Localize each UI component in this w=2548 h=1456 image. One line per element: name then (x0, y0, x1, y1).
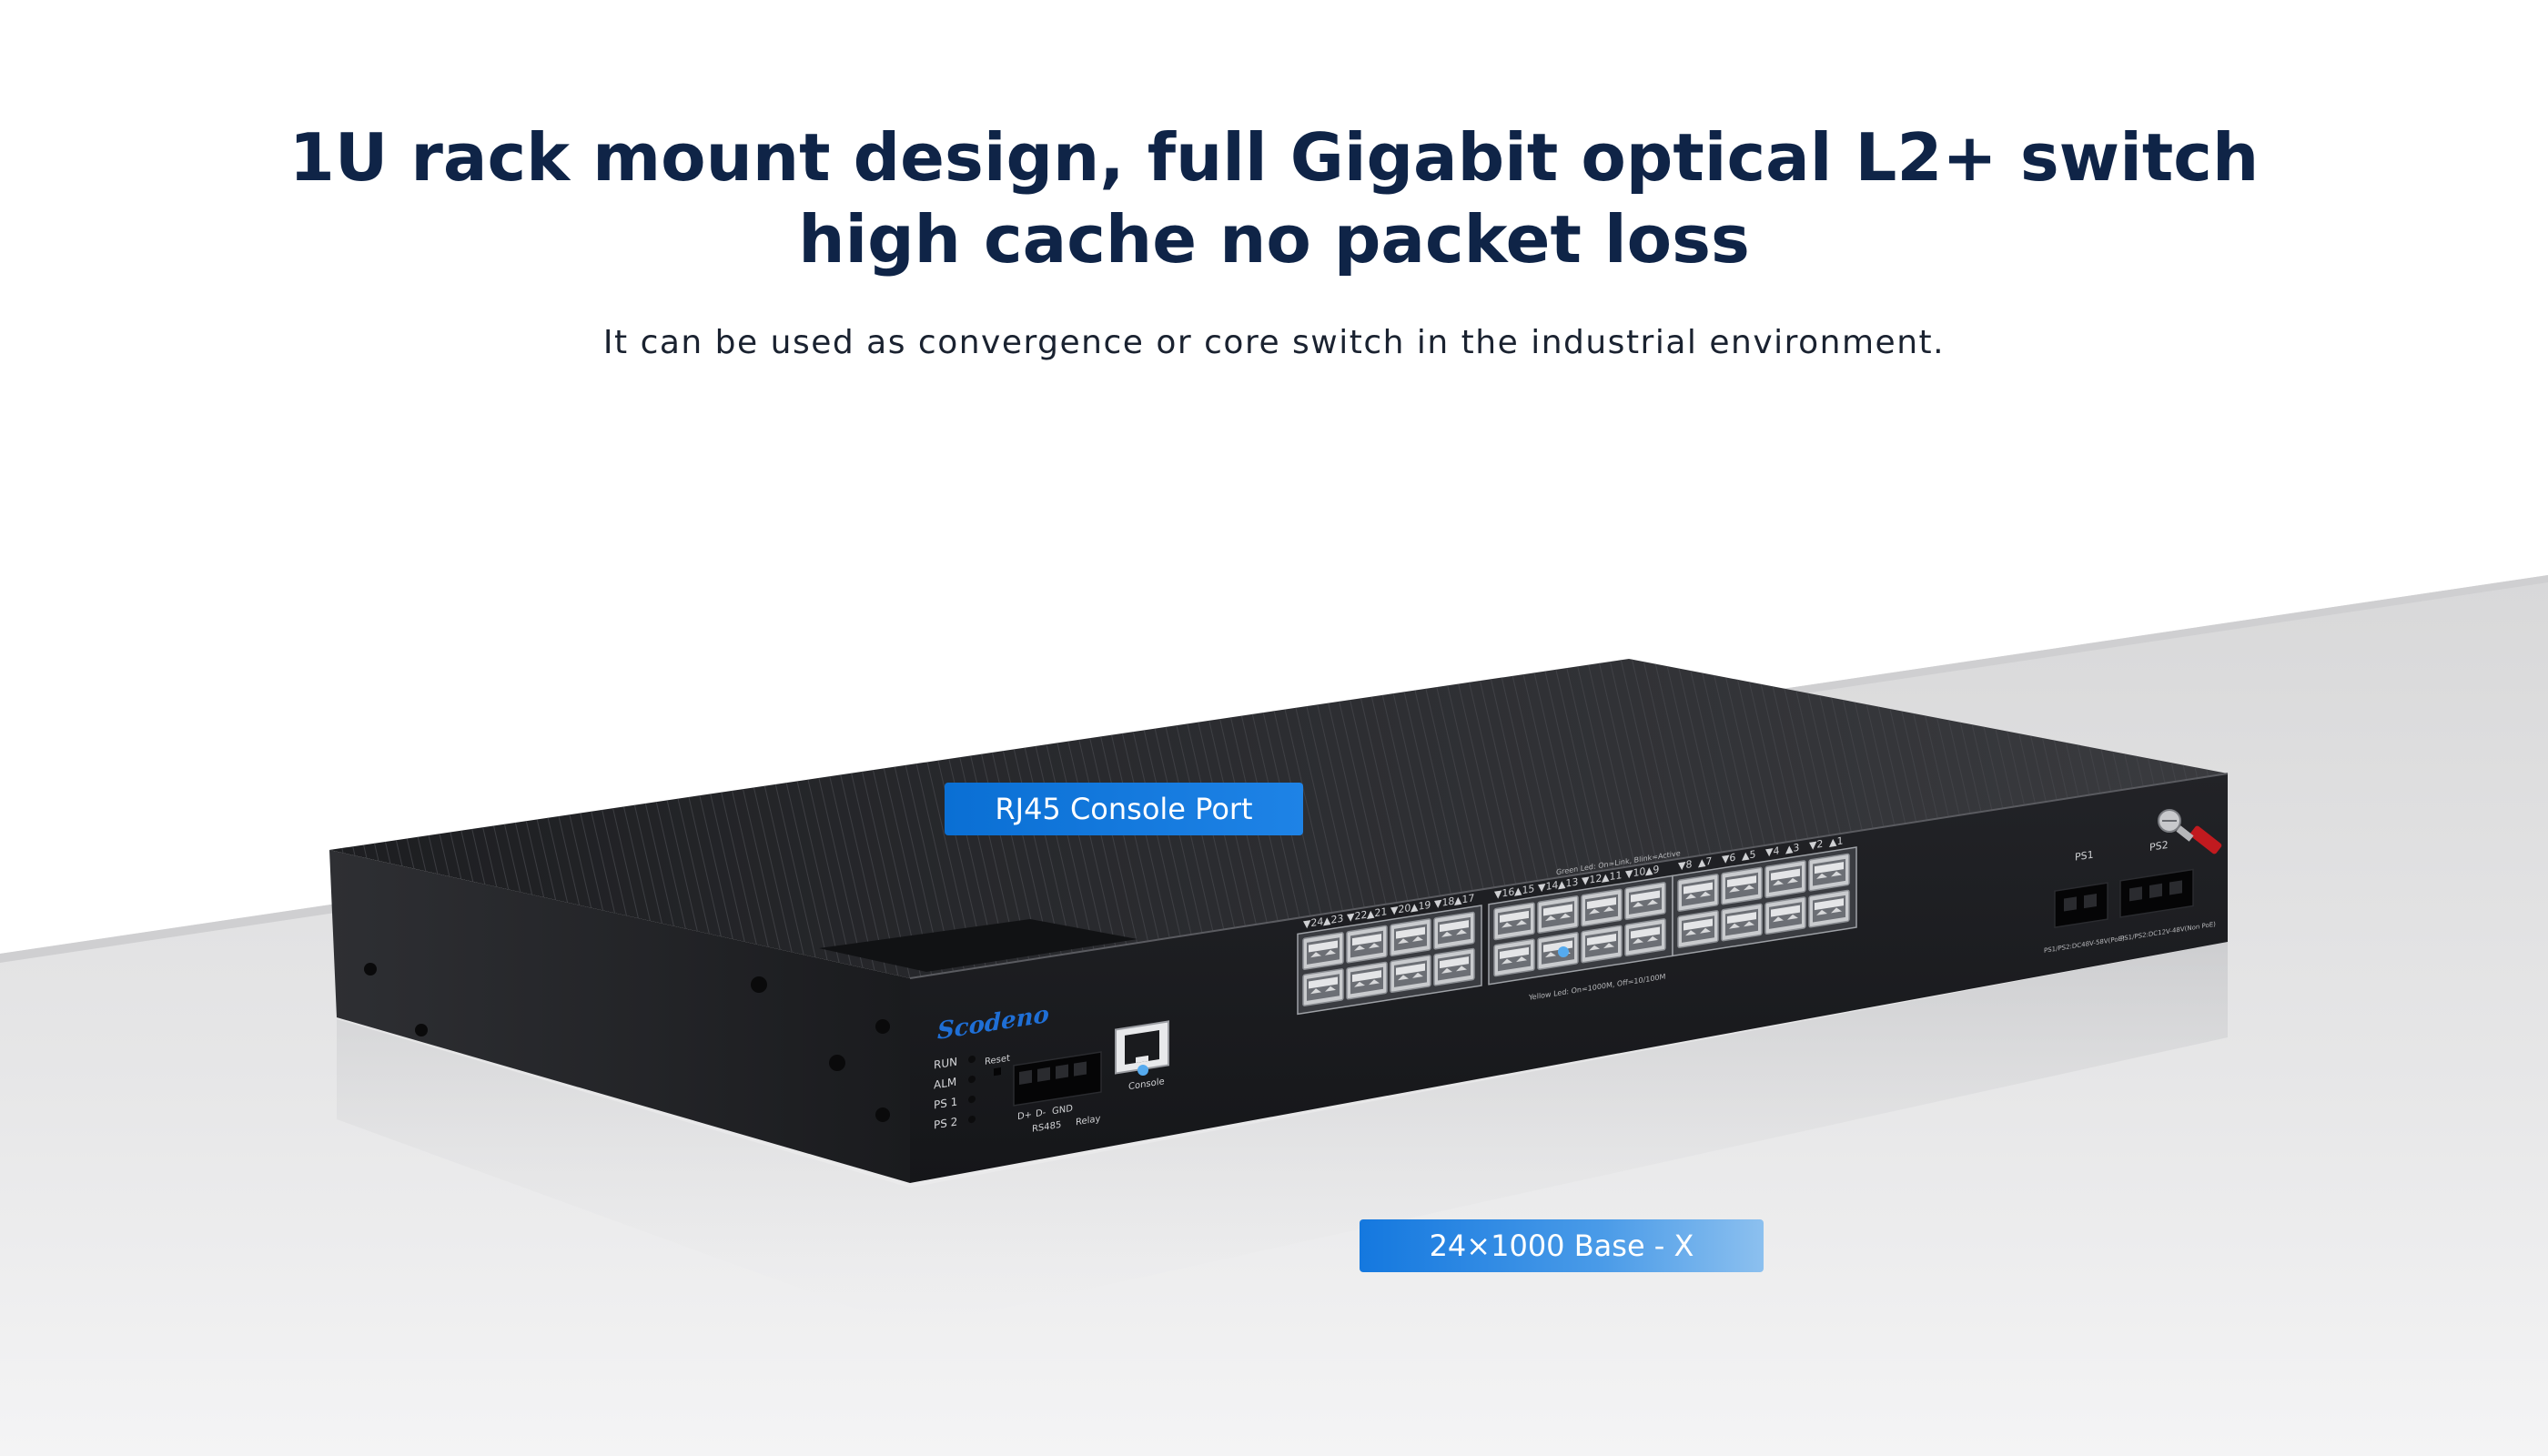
sfp-port[interactable] (1390, 917, 1431, 957)
port-number-label: ▲5 (1742, 848, 1755, 862)
sfp-port[interactable] (1346, 961, 1388, 1000)
port-number-label: ▲17 (1454, 892, 1474, 906)
sfp-port[interactable] (1764, 895, 1806, 935)
port-number-label: ▼10 (1625, 865, 1645, 880)
port-number-labels: ▼24▲23▼22▲21▼20▲19▼18▲17▼16▲15▼14▲13▼12▲… (1303, 834, 1843, 930)
sfp-port[interactable] (1624, 917, 1666, 957)
sfp-port[interactable] (1808, 853, 1850, 892)
sfp-port[interactable] (1433, 911, 1475, 950)
rs485-label: RS485 (1032, 1120, 1061, 1135)
port-number-label: ▼18 (1434, 895, 1454, 910)
led-run (968, 1055, 976, 1064)
port-number-label: ▼4 (1765, 844, 1779, 858)
subtitle: It can be used as convergence or core sw… (602, 324, 1946, 361)
port-number-label: ▲13 (1558, 876, 1578, 891)
port-number-label: ▼24 (1303, 915, 1323, 930)
port-number-label: ▼22 (1347, 909, 1367, 924)
pin-label-dplus: D+ (1017, 1110, 1032, 1122)
port-number-label: ▲7 (1698, 855, 1712, 869)
port-number-label: ▼6 (1722, 852, 1735, 865)
led-label-ps2: PS 2 (934, 1116, 957, 1132)
sfp-port-area (1297, 846, 1857, 1016)
headline: 1U rack mount design, full Gigabit optic… (0, 116, 2548, 280)
led-ps2 (968, 1115, 976, 1124)
port-number-label: ▲9 (1645, 864, 1659, 877)
relay-label: Relay (1076, 1114, 1100, 1127)
port-number-label: ▼12 (1582, 872, 1602, 886)
sfp-port[interactable] (1624, 881, 1666, 921)
ps2-label: PS2 (2149, 839, 2169, 854)
led-label-ps1: PS 1 (934, 1096, 957, 1112)
pin-label-dminus: D- (1036, 1107, 1046, 1119)
pin-label-gnd: GND (1052, 1104, 1073, 1117)
sfp-port[interactable] (1433, 947, 1475, 986)
port-number-label: ▲3 (1785, 842, 1799, 855)
led-alm (968, 1075, 976, 1084)
device-reflection (337, 942, 2228, 1329)
headline-line-2: high cache no packet loss (798, 201, 1750, 278)
device-front-panel (910, 774, 2228, 1183)
port-number-label: ▼20 (1390, 902, 1410, 916)
port-number-label: ▼8 (1678, 858, 1692, 872)
ps1-terminal[interactable] (2054, 882, 2108, 928)
reset-label: Reset (985, 1054, 1010, 1067)
led-label-run: RUN (934, 1056, 957, 1072)
headline-line-1: 1U rack mount design, full Gigabit optic… (288, 119, 2260, 196)
callout-sfp-ports: 24×1000 Base - X (1360, 1219, 1764, 1272)
sfp-port[interactable] (1581, 925, 1623, 964)
sfp-port[interactable] (1390, 954, 1431, 994)
led-label-alm: ALM (934, 1076, 956, 1092)
port-number-label: ▲23 (1323, 913, 1343, 927)
sfp-port[interactable] (1764, 859, 1806, 899)
sfp-port[interactable] (1493, 938, 1535, 977)
sfp-port[interactable] (1677, 873, 1719, 913)
reset-button[interactable] (994, 1067, 1001, 1077)
sfp-port[interactable] (1677, 909, 1719, 949)
sfp-port[interactable] (1346, 925, 1388, 964)
ground-lug-icon (2189, 825, 2222, 854)
port-number-label: ▲1 (1829, 834, 1843, 848)
label-recess (819, 919, 1138, 972)
port-number-label: ▲19 (1410, 899, 1431, 914)
port-number-label: ▼14 (1538, 879, 1558, 894)
sfp-port[interactable] (1581, 888, 1623, 927)
sfp-port[interactable] (1302, 931, 1344, 971)
port-number-label: ▼16 (1494, 885, 1514, 900)
sfp-port[interactable] (1493, 902, 1535, 941)
port-number-label: ▲21 (1367, 905, 1387, 920)
port-number-label: ▼2 (1809, 838, 1823, 852)
sfp-port[interactable] (1537, 895, 1579, 935)
sfp-port[interactable] (1721, 903, 1763, 942)
device-side-left (329, 850, 910, 1183)
led-ps1 (968, 1095, 976, 1104)
sfp-port[interactable] (1302, 967, 1344, 1007)
ps1-label: PS1 (2075, 849, 2094, 864)
callout-rj45-console-port: RJ45 Console Port (945, 783, 1303, 835)
port-number-label: ▲15 (1514, 883, 1534, 897)
sfp-port[interactable] (1808, 889, 1850, 928)
sfp-port[interactable] (1721, 866, 1763, 905)
port-number-label: ▲11 (1602, 869, 1622, 884)
sfp-port[interactable] (1537, 931, 1579, 971)
